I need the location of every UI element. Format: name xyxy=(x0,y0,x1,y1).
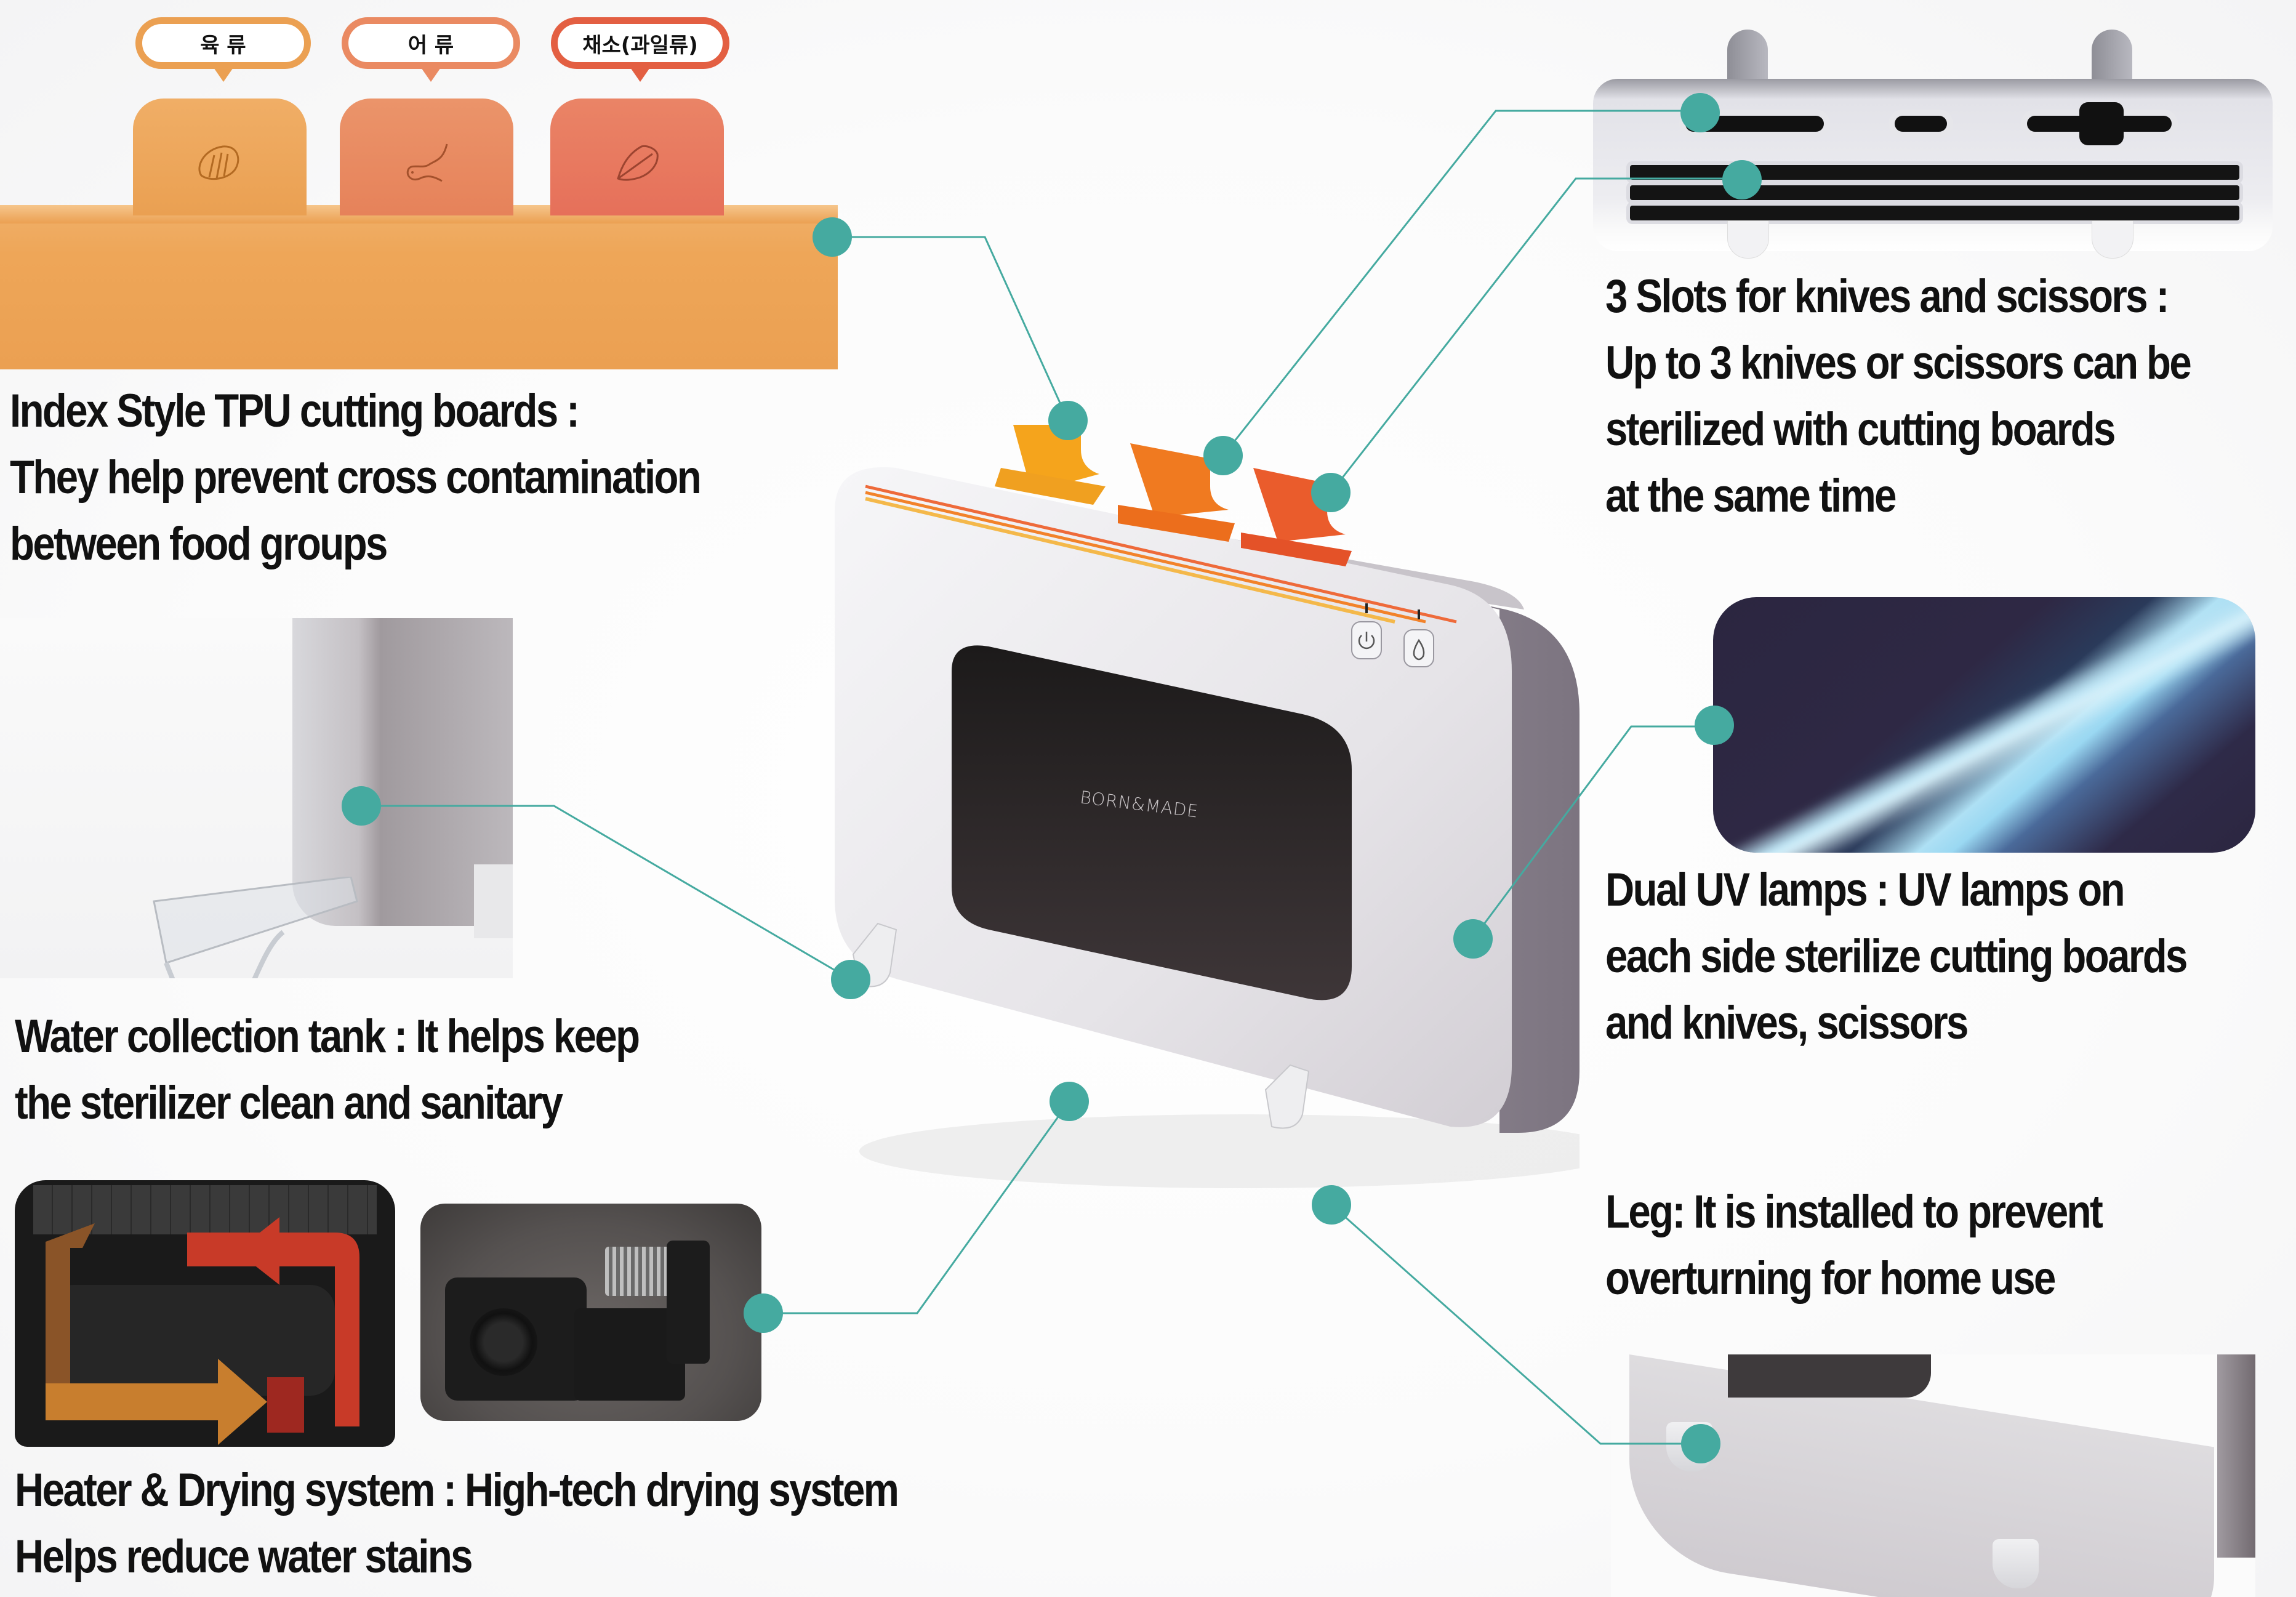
tab-label-meat: 육 류 xyxy=(135,17,311,82)
uv-lamp-glow xyxy=(1713,597,2255,853)
cutting-board-illustration: 육 류 어 류 채소(과일류) xyxy=(0,0,838,369)
water-tank-illustration xyxy=(0,618,513,978)
feature-line: and knives, scissors xyxy=(1605,997,1969,1049)
callout-dot-slot-1[interactable] xyxy=(1203,436,1243,475)
device-foot xyxy=(474,864,513,938)
feature-cutting-boards-text: Index Style TPU cutting boards : They he… xyxy=(10,378,813,577)
device-side xyxy=(2217,1354,2255,1558)
tab-vegetable xyxy=(550,99,724,215)
callout-dot-tank-image[interactable] xyxy=(342,786,381,826)
heater-tower xyxy=(667,1241,710,1364)
callout-dot-leg-image[interactable] xyxy=(1681,1424,1720,1463)
callout-dot-uv-image[interactable] xyxy=(1695,706,1734,745)
feature-line: the sterilizer clean and sanitary xyxy=(15,1077,563,1129)
feature-uv-lamps-text: Dual UV lamps : UV lamps on each side st… xyxy=(1605,857,2281,1056)
meat-icon xyxy=(198,145,239,180)
water-tray xyxy=(153,877,358,978)
heater-coil xyxy=(605,1247,673,1296)
callout-dot-tab[interactable] xyxy=(1048,401,1088,440)
feature-line: each side sterilize cutting boards xyxy=(1605,930,2188,983)
scissor-slot-hub xyxy=(2079,102,2124,145)
callout-dot-leg-device[interactable] xyxy=(1312,1185,1351,1225)
feature-line: Dual UV lamps : UV lamps on xyxy=(1605,864,2125,916)
cutting-board-strip xyxy=(0,205,838,369)
tab-label-fish: 어 류 xyxy=(342,17,520,82)
callout-dot-heater-device[interactable] xyxy=(1050,1082,1089,1121)
feature-line: Helps reduce water stains xyxy=(15,1531,473,1583)
tab-meat xyxy=(133,99,307,215)
feature-line: between food groups xyxy=(10,518,388,570)
feature-heater-text: Heater & Drying system : High-tech dryin… xyxy=(15,1457,1042,1590)
feature-line: sterilized with cutting boards xyxy=(1605,403,2116,456)
sterilizer-device: BORN&MADE xyxy=(810,425,1623,1219)
feature-line: Up to 3 knives or scissors can be xyxy=(1605,337,2192,389)
leg-illustration xyxy=(1611,1354,2255,1597)
callout-dot-tank-device[interactable] xyxy=(831,960,870,999)
callout-dot-slot-image-1[interactable] xyxy=(1680,93,1720,132)
feature-line: They help prevent cross contamination xyxy=(10,451,702,504)
knife-slot-illustration xyxy=(1593,30,2273,259)
callout-dot-slot-image-2[interactable] xyxy=(1722,160,1762,199)
feature-line: Index Style TPU cutting boards : xyxy=(10,385,580,437)
vent-slot xyxy=(1630,165,2239,180)
device-leg xyxy=(2092,220,2133,259)
device-window-edge xyxy=(1728,1354,1931,1398)
feature-line: overturning for home use xyxy=(1605,1252,2056,1305)
knife-slot xyxy=(1895,116,1947,132)
feature-knife-slots-text: 3 Slots for knives and scissors : Up to … xyxy=(1605,263,2286,529)
feature-line: Leg: It is installed to prevent xyxy=(1605,1186,2103,1238)
uv-lamp-illustration xyxy=(1713,597,2255,853)
vent-slot xyxy=(1630,185,2239,200)
callout-line xyxy=(832,236,1069,421)
callout-dot-cutting-board[interactable] xyxy=(813,217,852,257)
callout-dot-uv-device[interactable] xyxy=(1453,919,1493,959)
tab-fish xyxy=(340,99,513,215)
dry-button[interactable] xyxy=(1403,609,1434,667)
callout-dot-slot-2[interactable] xyxy=(1311,473,1351,512)
device-render xyxy=(835,425,1623,1188)
tab-label-vegetable: 채소(과일류) xyxy=(551,17,729,82)
feature-line: Heater & Drying system : High-tech dryin… xyxy=(15,1464,899,1516)
feature-line: Water collection tank : It helps keep xyxy=(15,1010,640,1063)
fan-icon xyxy=(470,1308,537,1376)
leg-foot xyxy=(1993,1539,2039,1588)
feature-leg-text: Leg: It is installed to prevent overturn… xyxy=(1605,1179,2182,1312)
feature-line: 3 Slots for knives and scissors : xyxy=(1605,270,2169,323)
device-leg xyxy=(1727,220,1769,259)
power-button[interactable] xyxy=(1351,603,1382,659)
feature-water-tank-text: Water collection tank : It helps keep th… xyxy=(15,1004,740,1136)
airflow-arrows xyxy=(46,1217,359,1445)
feature-line: at the same time xyxy=(1605,470,1897,522)
fish-icon xyxy=(406,143,448,182)
vent-slot xyxy=(1630,206,2239,220)
heater-fan-module-illustration xyxy=(420,1204,761,1421)
airflow-diagram xyxy=(15,1180,395,1447)
leaf-icon xyxy=(617,145,659,181)
callout-dot-heater-image[interactable] xyxy=(744,1293,783,1333)
